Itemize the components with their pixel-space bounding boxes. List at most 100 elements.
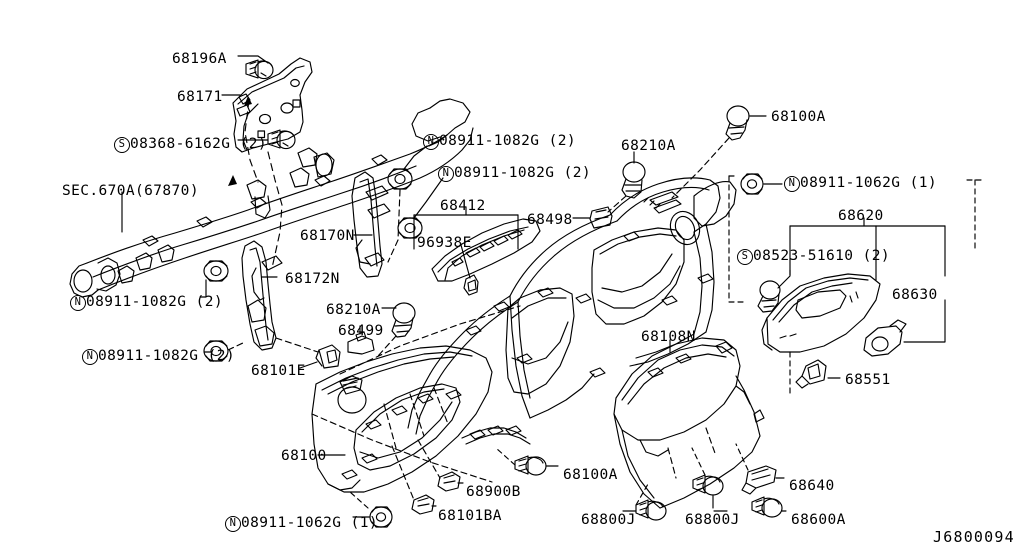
part-68101E-clip xyxy=(315,344,341,369)
label-68101BA: 68101BA xyxy=(438,508,502,524)
part-instrument-panel-upper xyxy=(407,177,737,435)
label-text: 68800J xyxy=(685,512,740,528)
part-68640-clip xyxy=(741,465,777,495)
part-nut-08911-1082G-b xyxy=(203,340,229,362)
leader-08523 xyxy=(777,269,791,289)
label-68900B: 68900B xyxy=(466,484,521,500)
part-68498-clip xyxy=(589,206,613,229)
label-68800J-left: 68800J xyxy=(581,512,636,528)
label-qty: (2) xyxy=(862,248,890,264)
label-text: 68210A xyxy=(326,302,381,318)
label-text: 08911-1062G xyxy=(241,515,342,531)
drawing-number: J6800094 xyxy=(933,528,1015,546)
circle-marker-n: N xyxy=(70,295,86,311)
circle-marker-s: S xyxy=(114,137,130,153)
label-text: 08368-6162G xyxy=(130,136,231,152)
label-qty: (2) xyxy=(239,136,267,152)
part-68210A-grommet-lower xyxy=(391,302,416,338)
label-text: 08523-51610 xyxy=(753,248,854,264)
label-text: 68171 xyxy=(177,89,223,105)
label-text: 68210A xyxy=(621,138,676,154)
label-68630: 68630 xyxy=(892,287,938,303)
label-text: 68101BA xyxy=(438,508,502,524)
label-68620: 68620 xyxy=(838,208,884,224)
label-68640: 68640 xyxy=(789,478,835,494)
part-68800J-screw-left xyxy=(635,499,667,521)
part-68108N-glovebox xyxy=(613,337,765,509)
label-text: 68412 xyxy=(440,198,486,214)
label-68196A: 68196A xyxy=(172,51,227,67)
label-text: 96938E xyxy=(417,235,472,251)
label-68499: 68499 xyxy=(338,323,384,339)
label-text: 08911-1062G xyxy=(800,175,901,191)
part-68900B-clip xyxy=(437,471,461,492)
part-68551-clip xyxy=(795,359,827,389)
label-text: 68498 xyxy=(527,212,573,228)
leader-68630 xyxy=(903,299,946,343)
part-68412-grille xyxy=(431,218,541,296)
part-68100A-screw-lower xyxy=(514,455,547,476)
circle-marker-s: S xyxy=(737,249,753,265)
label-text: 68800J xyxy=(581,512,636,528)
label-68551: 68551 xyxy=(845,372,891,388)
part-nut-08911-1082G-c xyxy=(387,168,413,190)
part-68101BA-clip xyxy=(411,494,435,515)
label-qty: (2) xyxy=(548,133,576,149)
part-nut-08911-1082G-a xyxy=(203,260,229,282)
part-68196A-clip xyxy=(245,59,274,80)
label-text: 68100A xyxy=(563,467,618,483)
label-text: 68100A xyxy=(771,109,826,125)
label-68600A: 68600A xyxy=(791,512,846,528)
leader-68196A xyxy=(237,55,269,64)
part-68499-clip xyxy=(347,331,375,355)
part-68620-glovebox-lid xyxy=(761,273,881,353)
label-text: 68900B xyxy=(466,484,521,500)
label-text: 68620 xyxy=(838,208,884,224)
label-text: 68640 xyxy=(789,478,835,494)
label-qty: (1) xyxy=(909,175,937,191)
part-68210A-grommet-upper xyxy=(621,161,646,199)
label-68100: 68100 xyxy=(281,448,327,464)
leader-96938E xyxy=(460,244,471,279)
label-text: 08911-1082G xyxy=(454,165,555,181)
label-text: 68101E xyxy=(251,363,306,379)
label-96938E: 96938E xyxy=(417,235,472,251)
circle-marker-n: N xyxy=(438,166,454,182)
label-text: 68499 xyxy=(338,323,384,339)
label-text: 08911-1082G xyxy=(98,348,199,364)
part-68630-striker xyxy=(863,319,907,357)
label-qty: (2) xyxy=(195,294,223,310)
label-qty: (2) xyxy=(563,165,591,181)
leader-nut-c xyxy=(403,145,428,170)
circle-marker-n: N xyxy=(784,176,800,192)
part-08368-clip xyxy=(267,129,296,150)
part-08523-51610-screw xyxy=(757,280,781,313)
part-68100-panel-lower xyxy=(311,345,531,493)
label-text: 68170N xyxy=(300,228,355,244)
label-68412: 68412 xyxy=(440,198,486,214)
label-text: 68108N xyxy=(641,329,696,345)
leader-nut-a xyxy=(199,279,207,298)
label-qty: (2) xyxy=(207,348,235,364)
label-text: 68196A xyxy=(172,51,227,67)
label-68171: 68171 xyxy=(177,89,223,105)
label-qty: (1) xyxy=(350,515,378,531)
leader-nut-d xyxy=(413,177,444,219)
label-text: 08911-1082G xyxy=(86,294,187,310)
label-text: SEC.670A(67870) xyxy=(62,183,199,199)
label-68498: 68498 xyxy=(527,212,573,228)
label-text: 68630 xyxy=(892,287,938,303)
label-68100A-lower: 68100A xyxy=(563,467,618,483)
label-68210A-lower: 68210A xyxy=(326,302,381,318)
label-text: 68100 xyxy=(281,448,327,464)
label-text: 08911-1082G xyxy=(439,133,540,149)
label-68108N: 68108N xyxy=(641,329,696,345)
